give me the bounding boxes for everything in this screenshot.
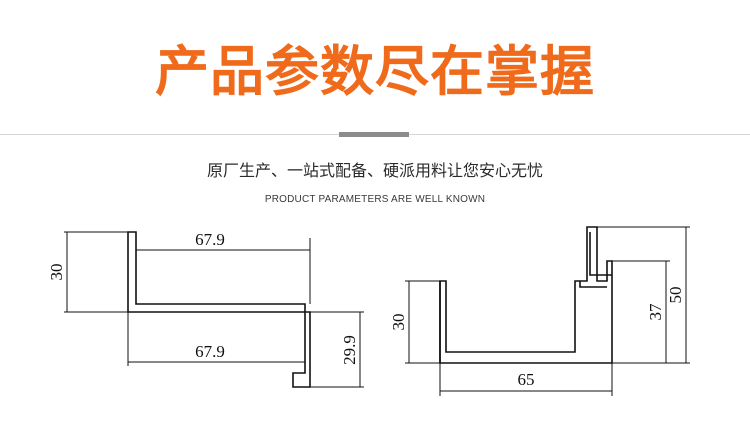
left-height-label: 30 [47,264,66,281]
right-inner-height-label: 30 [389,314,408,331]
page-title: 产品参数尽在掌握 [155,40,595,103]
left-right-height-label: 29.9 [340,335,359,365]
right-37-dimension [612,260,670,364]
left-bottom-width-dimension [127,312,306,366]
left-height-dimension [64,231,128,313]
right-50-label: 50 [666,287,685,304]
left-top-width-dimension [136,238,311,304]
right-width-label: 65 [518,370,535,389]
right-width-dimension [439,363,613,396]
right-50-dimension [597,226,690,364]
left-bottom-width-label: 67.9 [195,342,225,361]
left-profile-outline [127,231,311,388]
right-inner-height-dimension [405,280,440,364]
left-top-width-label: 67.9 [195,230,225,249]
subtitle-chinese: 原厂生产、一站式配备、硬派用料让您安心无忧 [206,161,543,180]
right-profile-inner [439,232,612,363]
right-37-label: 37 [646,303,665,321]
divider-accent [339,132,409,137]
subtitle-english: PRODUCT PARAMETERS ARE WELL KNOWN [264,194,486,205]
right-profile-outline [439,226,613,364]
left-right-height-dimension [310,311,364,388]
